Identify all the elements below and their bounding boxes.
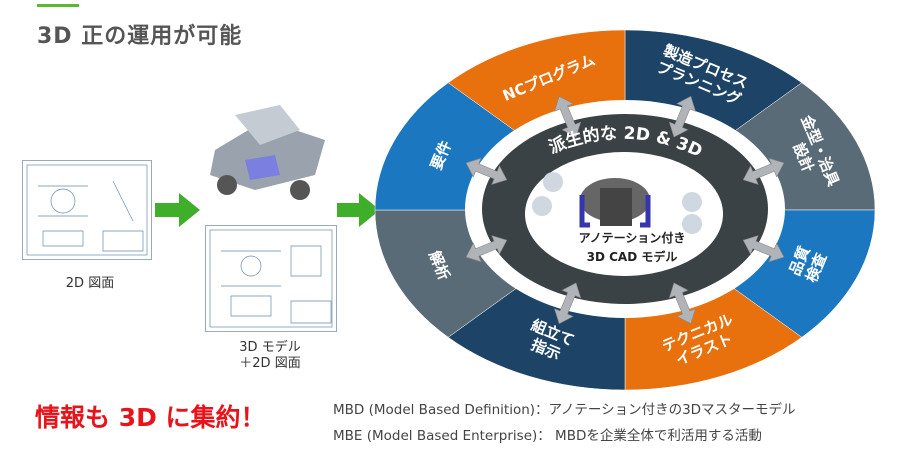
double-arrow-icon	[668, 282, 696, 325]
3d-model-image	[210, 105, 325, 200]
slogan: 情報も 3D に集約！	[35, 403, 266, 432]
caption-2d: 2D 図面	[65, 276, 115, 291]
2d-drawing-image	[22, 160, 152, 260]
cad-model-image	[532, 172, 702, 234]
double-arrow-icon	[554, 282, 582, 325]
mbd-wheel-diagram: 派生的な 2D & 3D アノテーション付き 3D CAD モデル 製造プロセス…	[374, 29, 876, 391]
caption-3d-line2: ＋2D 図面	[239, 356, 301, 371]
title-accent-bar	[37, 4, 79, 7]
double-arrow-icon	[465, 157, 508, 185]
mbe-definition: MBE (Model Based Enterprise)： MBDを企業全体で利…	[333, 428, 762, 444]
center-label-line2: 3D CAD モデル	[587, 249, 678, 264]
3d-model-2d-drawing-image	[205, 225, 337, 332]
double-arrow-icon	[554, 95, 582, 138]
mbd-definition: MBD (Model Based Definition)：アノテーション付きの3…	[333, 402, 796, 418]
double-arrow-icon	[742, 157, 785, 185]
green-arrow-icon	[155, 193, 200, 227]
center-label-line1: アノテーション付き	[579, 230, 686, 245]
double-arrow-icon	[465, 235, 508, 263]
double-arrow-icon	[742, 235, 785, 263]
double-arrow-icon	[668, 95, 696, 138]
caption-3d: 3D モデル＋2D 図面	[215, 340, 325, 372]
green-arrow-icon	[337, 193, 380, 227]
caption-3d-line1: 3D モデル	[239, 340, 301, 355]
page-title: 3D 正の運用が可能	[37, 24, 243, 49]
